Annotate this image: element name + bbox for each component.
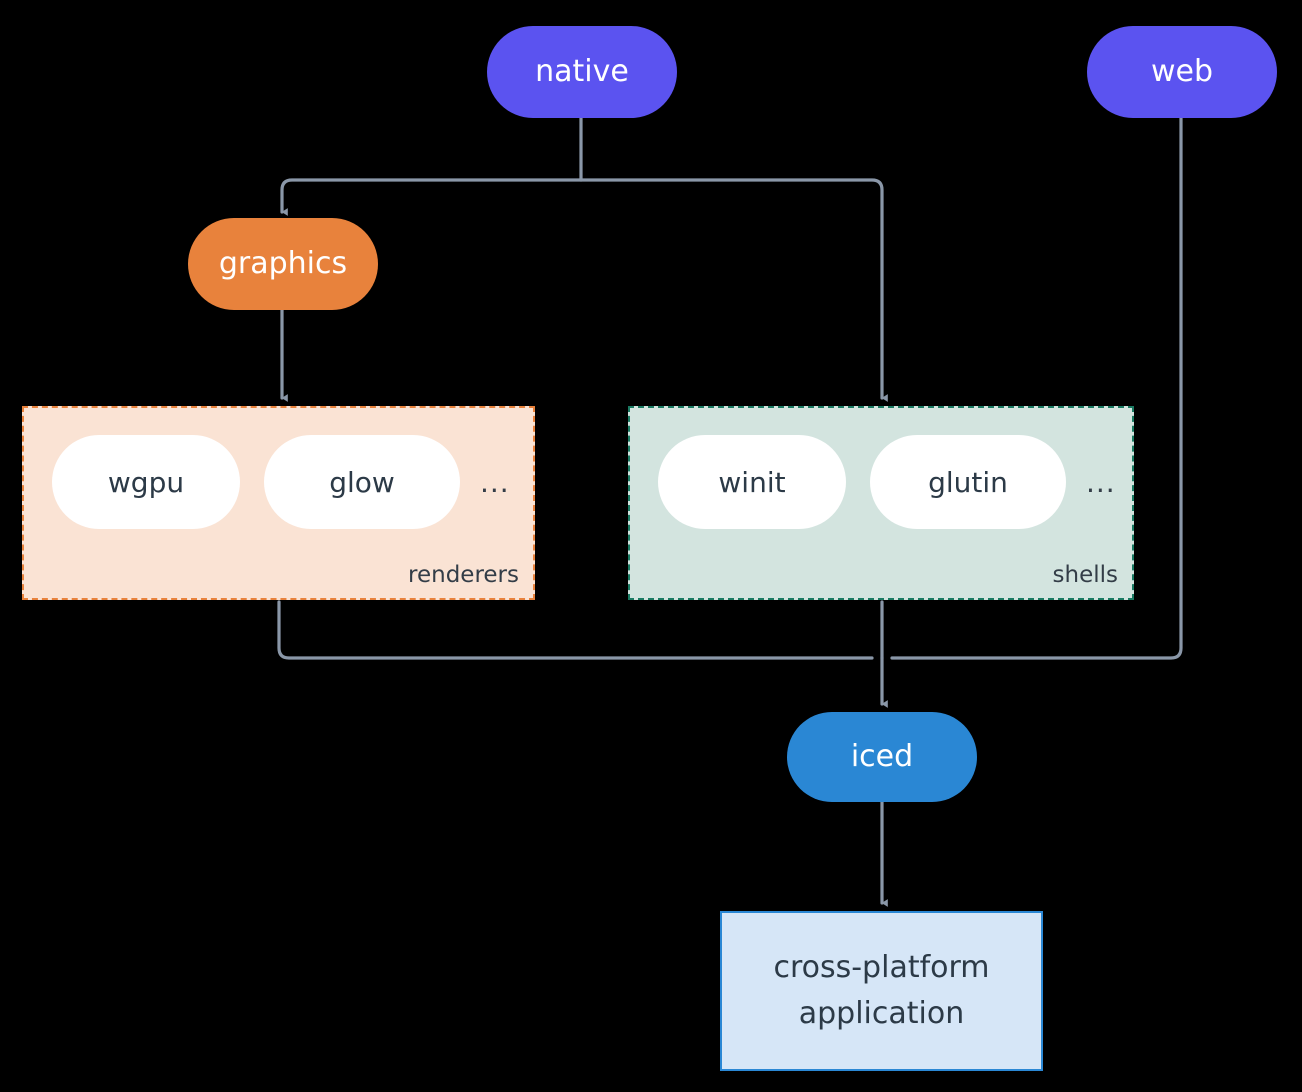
edge-native-to-graphics [280, 178, 583, 216]
shells-more-ellipsis: ... [1086, 466, 1116, 499]
node-graphics-label: graphics [218, 246, 348, 282]
node-glutin-label: glutin [928, 465, 1008, 499]
node-glow-label: glow [329, 465, 395, 499]
application-label-line1: cross-platform [773, 949, 990, 985]
node-web-label: web [1150, 54, 1214, 90]
group-shells[interactable]: winit glutin ... shells [628, 406, 1134, 600]
node-wgpu[interactable]: wgpu [52, 435, 240, 529]
node-winit-label: winit [718, 465, 786, 499]
group-renderers[interactable]: wgpu glow ... renderers [22, 406, 535, 600]
node-winit[interactable]: winit [658, 435, 846, 529]
group-renderers-label: renderers [408, 562, 519, 588]
node-glow[interactable]: glow [264, 435, 460, 529]
node-native-label: native [535, 54, 629, 90]
node-iced[interactable]: iced [787, 712, 977, 802]
renderers-more-ellipsis: ... [480, 466, 510, 499]
node-web[interactable]: web [1087, 26, 1277, 118]
application-label-line2: application [798, 996, 965, 1031]
node-graphics[interactable]: graphics [188, 218, 378, 310]
node-glutin[interactable]: glutin [870, 435, 1066, 529]
edge-native-to-shells [579, 178, 888, 402]
edge-renderers-to-iced [277, 600, 874, 660]
node-wgpu-label: wgpu [107, 465, 185, 499]
node-cross-platform-application[interactable]: cross-platform application [720, 911, 1043, 1071]
node-iced-label: iced [850, 739, 914, 775]
group-shells-label: shells [1052, 562, 1118, 588]
node-native[interactable]: native [487, 26, 677, 118]
